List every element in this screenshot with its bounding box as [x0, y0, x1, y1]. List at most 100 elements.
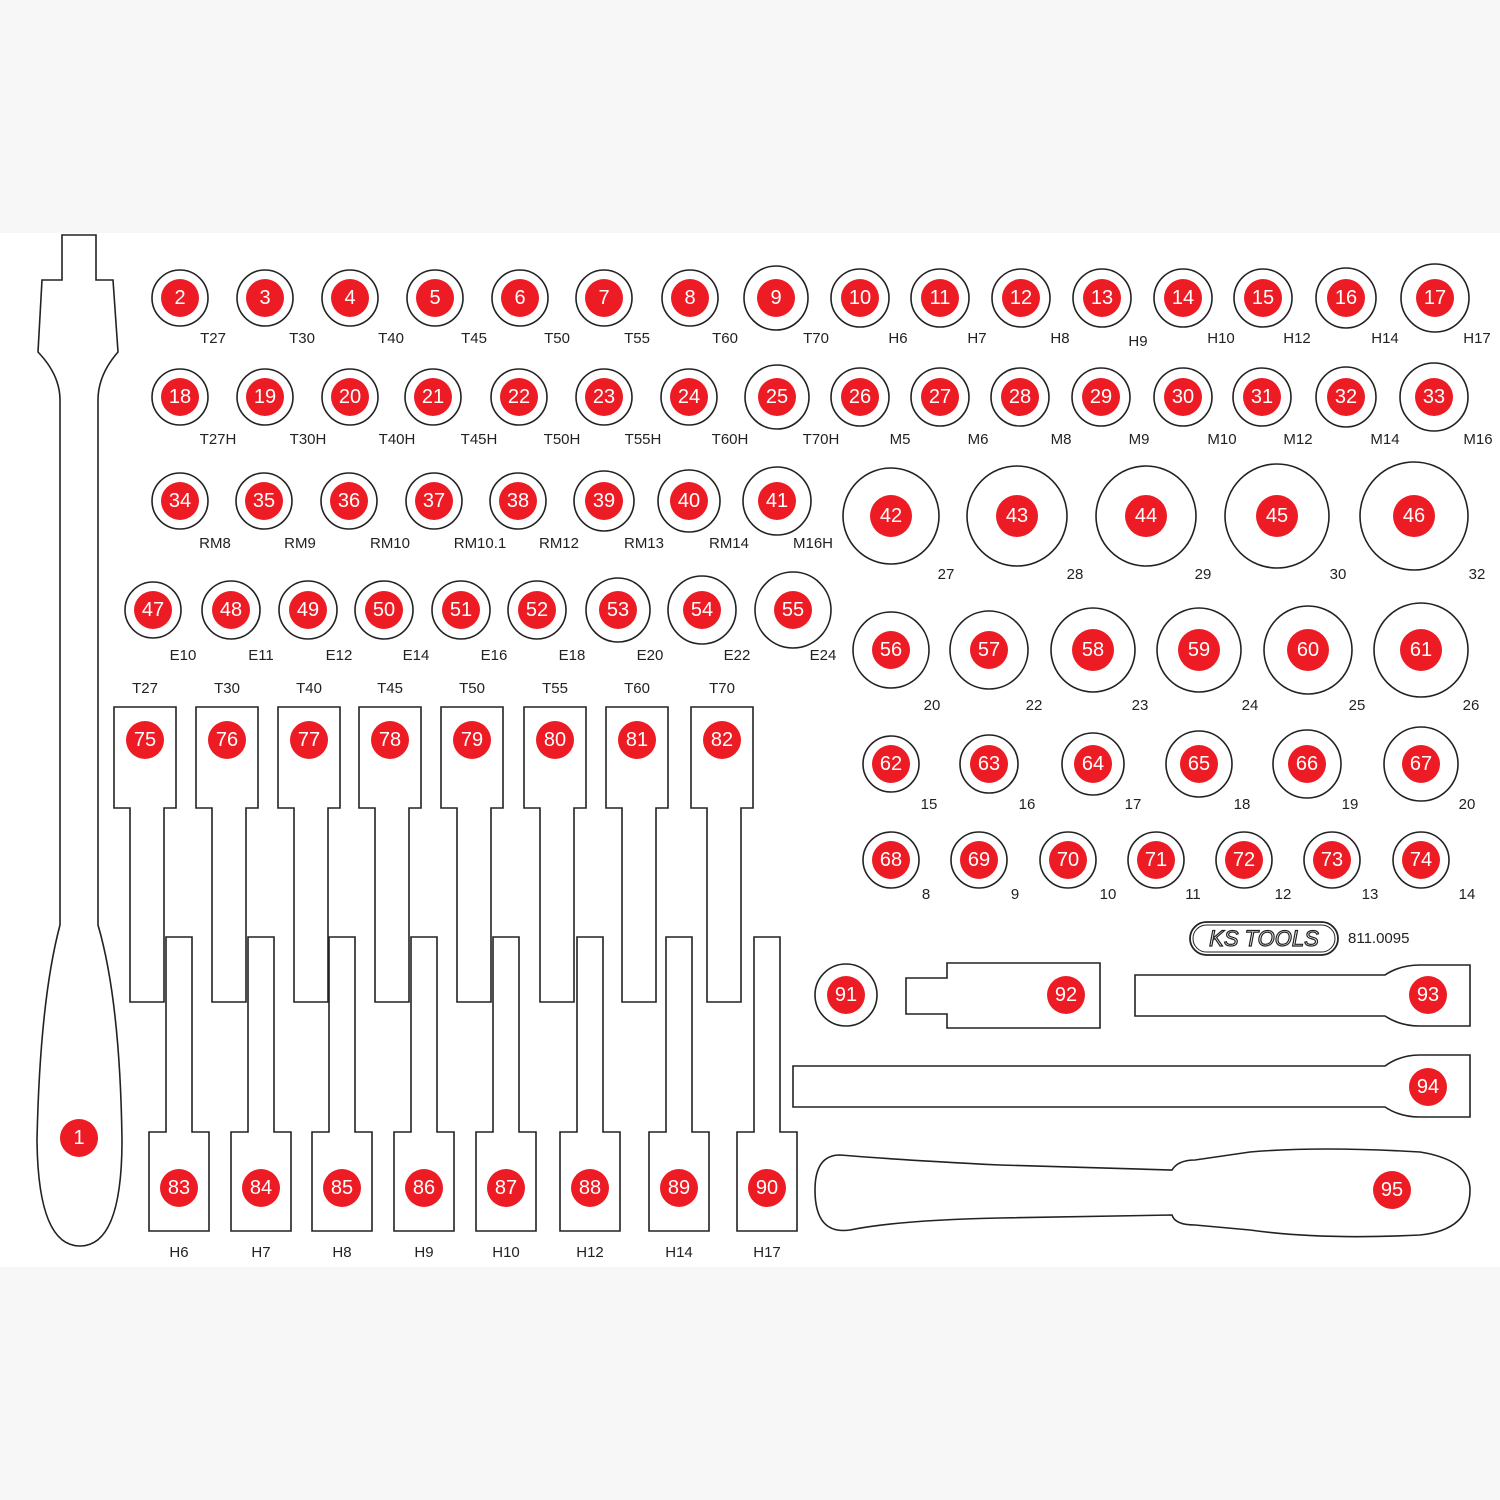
size-label: 20 — [1459, 796, 1476, 813]
size-label: T55 — [624, 330, 650, 347]
size-label: T55H — [625, 431, 662, 448]
bit-slot[interactable] — [195, 706, 259, 1003]
position-number-badge — [921, 279, 959, 317]
position-number-badge — [1415, 378, 1453, 416]
bit-slot[interactable] — [277, 706, 341, 1003]
size-label: 25 — [1349, 697, 1366, 714]
ratchet-slot[interactable] — [36, 234, 123, 1247]
position-number: 60 — [1297, 639, 1319, 661]
bit-slot[interactable] — [736, 936, 798, 1232]
position-number-badge — [1402, 841, 1440, 879]
position-number: 5 — [429, 287, 440, 309]
position-number: 35 — [253, 490, 275, 512]
position-number-badge — [414, 378, 452, 416]
bit-slot[interactable] — [605, 706, 669, 1003]
position-number: 23 — [593, 386, 615, 408]
position-number-badge — [571, 1169, 609, 1207]
bit-slot[interactable] — [148, 936, 210, 1232]
position-number: 94 — [1417, 1076, 1439, 1098]
position-number: 89 — [668, 1177, 690, 1199]
size-label: E11 — [248, 647, 274, 664]
size-label: H14 — [665, 1244, 693, 1261]
position-number: 67 — [1410, 753, 1432, 775]
bit-slot[interactable] — [311, 936, 373, 1232]
extension-slot[interactable] — [1134, 964, 1471, 1027]
size-label: H17 — [753, 1244, 781, 1261]
size-label: 18 — [1234, 796, 1251, 813]
position-number-badge — [1287, 629, 1329, 671]
position-number: 1 — [73, 1127, 84, 1149]
bit-slot[interactable] — [559, 936, 621, 1232]
position-number-badge — [1002, 279, 1040, 317]
position-number: 62 — [880, 753, 902, 775]
position-number: 44 — [1135, 505, 1157, 527]
position-number-badge — [1313, 841, 1351, 879]
position-number: 17 — [1424, 287, 1446, 309]
bit-slot[interactable] — [523, 706, 587, 1003]
position-number-badge — [1288, 745, 1326, 783]
position-number-badge — [960, 841, 998, 879]
position-number-badge — [1047, 976, 1085, 1014]
position-number: 80 — [544, 729, 566, 751]
position-number-badge — [290, 721, 328, 759]
position-number-badge — [242, 1169, 280, 1207]
size-label: E20 — [637, 647, 664, 664]
size-label: T50 — [459, 680, 485, 697]
position-number: 93 — [1417, 984, 1439, 1006]
size-label: T45H — [461, 431, 498, 448]
position-number: 66 — [1296, 753, 1318, 775]
position-number: 82 — [711, 729, 733, 751]
size-label: H9 — [1128, 333, 1147, 350]
position-number: 24 — [678, 386, 700, 408]
bit-slot[interactable] — [475, 936, 537, 1232]
bit-slot[interactable] — [440, 706, 504, 1003]
position-number-badge — [442, 591, 480, 629]
size-label: H7 — [251, 1244, 270, 1261]
size-label: H14 — [1371, 330, 1399, 347]
bit-driver-slot[interactable] — [814, 1148, 1471, 1238]
position-number-badge — [870, 495, 912, 537]
position-number: 22 — [508, 386, 530, 408]
size-label: 17 — [1125, 796, 1142, 813]
size-label: T70H — [803, 431, 840, 448]
extension-slot[interactable] — [792, 1054, 1471, 1118]
size-label: 32 — [1469, 566, 1486, 583]
position-number-badge — [518, 591, 556, 629]
position-number-badge — [331, 279, 369, 317]
position-number-badge — [996, 495, 1038, 537]
bit-slot[interactable] — [393, 936, 455, 1232]
size-label: E22 — [724, 647, 751, 664]
position-number-badge — [246, 378, 284, 416]
position-number-badge — [1083, 279, 1121, 317]
bit-slot[interactable] — [358, 706, 422, 1003]
size-label: E24 — [810, 647, 837, 664]
size-label: E16 — [481, 647, 508, 664]
position-number: 26 — [849, 386, 871, 408]
size-label: E10 — [170, 647, 197, 664]
position-number: 71 — [1145, 849, 1167, 871]
size-label: 30 — [1330, 566, 1347, 583]
position-number-badge — [1072, 629, 1114, 671]
position-number: 57 — [978, 639, 1000, 661]
size-label: H6 — [169, 1244, 188, 1261]
bit-slot[interactable] — [230, 936, 292, 1232]
position-number-badge — [1244, 279, 1282, 317]
position-number-badge — [774, 591, 812, 629]
size-label: H10 — [1207, 330, 1235, 347]
bit-slot[interactable] — [648, 936, 710, 1232]
position-number-badge — [330, 482, 368, 520]
position-number-badge — [970, 745, 1008, 783]
position-number-badge — [1074, 745, 1112, 783]
position-number: 30 — [1172, 386, 1194, 408]
position-number: 12 — [1010, 287, 1032, 309]
position-number: 38 — [507, 490, 529, 512]
bit-slot[interactable] — [690, 706, 754, 1003]
size-label: T30 — [214, 680, 240, 697]
position-number-badge — [60, 1119, 98, 1157]
position-number: 42 — [880, 505, 902, 527]
adapter-slot[interactable] — [905, 962, 1101, 1029]
position-number-badge — [161, 378, 199, 416]
position-number-badge — [415, 482, 453, 520]
size-label: M16H — [793, 535, 833, 552]
bit-slot[interactable] — [113, 706, 177, 1003]
